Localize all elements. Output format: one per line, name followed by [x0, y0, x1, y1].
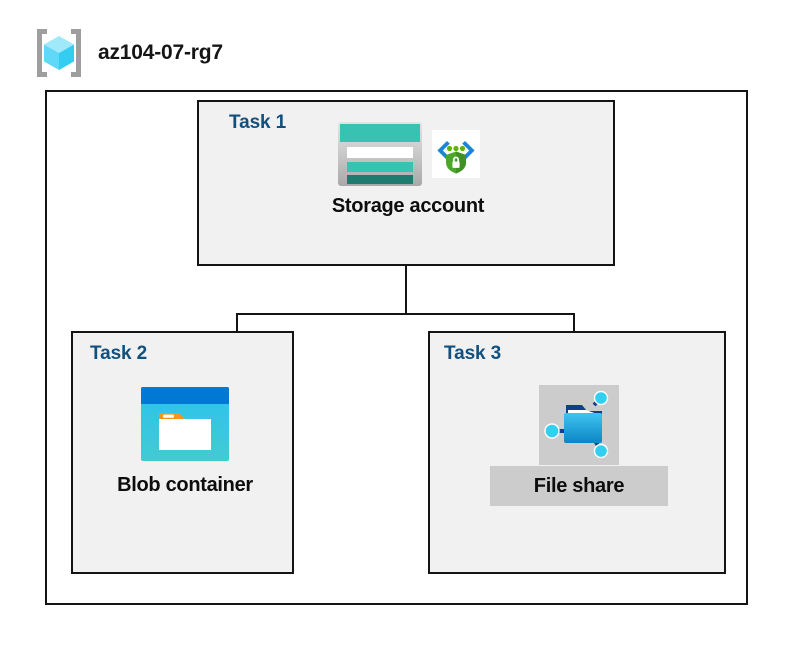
- node-blob-container: Blob container: [89, 387, 281, 495]
- blob-container-icon: [141, 387, 229, 461]
- resource-group-icon: [30, 26, 88, 80]
- task-panel-3: Task 3: [428, 331, 726, 574]
- connector-storage-to-branch: [405, 266, 407, 315]
- node-file-share: File share: [475, 385, 683, 506]
- connector-branch-bar: [236, 313, 575, 315]
- resource-group-header: az104-07-rg7: [30, 26, 223, 80]
- secure-endpoint-shield-icon: [432, 130, 480, 178]
- file-share-caption: File share: [533, 475, 625, 497]
- resource-group-title: az104-07-rg7: [98, 41, 223, 64]
- task-label-1: Task 1: [229, 112, 287, 133]
- storage-account-icon: [336, 120, 424, 188]
- task-label-3: Task 3: [444, 343, 502, 364]
- task-panel-1: Task 1: [197, 100, 615, 266]
- storage-account-caption: Storage account: [331, 195, 485, 217]
- blob-container-caption: Blob container: [117, 474, 253, 496]
- task-panel-2: Task 2: [71, 331, 294, 574]
- node-storage-account: Storage account: [305, 118, 511, 216]
- file-share-icon-background: [539, 385, 619, 465]
- file-share-icon: [542, 389, 616, 461]
- task-label-2: Task 2: [90, 343, 148, 364]
- file-share-label-background: File share: [490, 466, 668, 506]
- storage-icon-row: [336, 118, 480, 190]
